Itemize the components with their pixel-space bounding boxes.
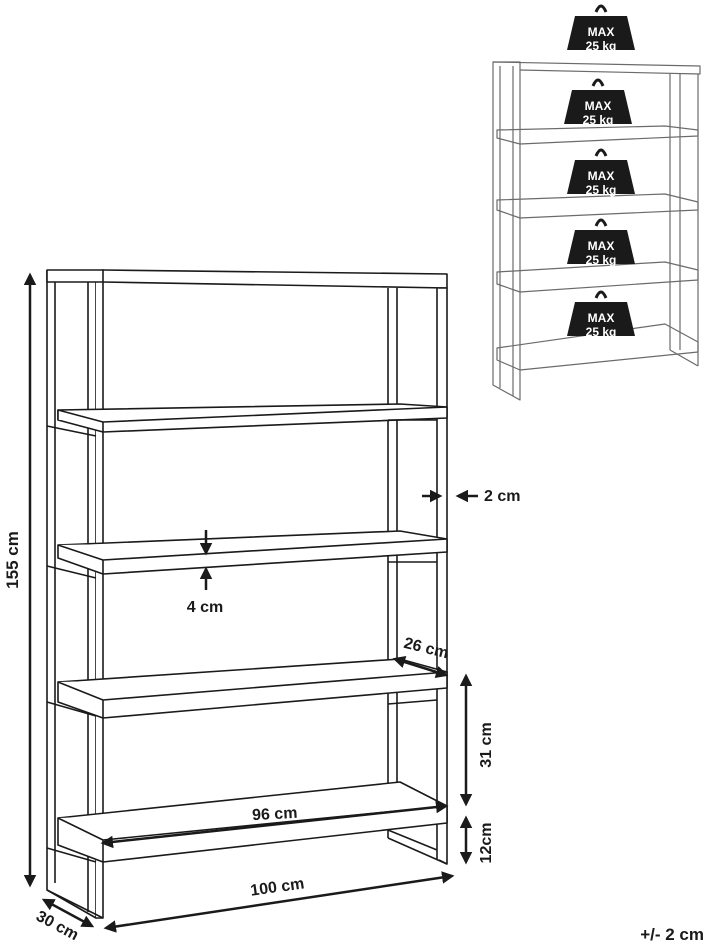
weight-value-label: 25 kg	[586, 39, 617, 53]
weight-max-label: MAX	[588, 169, 615, 183]
width-label: 100 cm	[249, 875, 305, 899]
weight-max-label: MAX	[585, 99, 612, 113]
depth-label: 30 cm	[33, 908, 81, 944]
weight-max-label: MAX	[588, 311, 615, 325]
bottom-clearance-label: 12cm	[478, 823, 495, 864]
load-shelf-drawing	[492, 61, 701, 401]
shelf-spacing-label: 31 cm	[478, 722, 495, 767]
shelf-thickness-label: 4 cm	[187, 599, 223, 616]
weight-max-label: MAX	[588, 239, 615, 253]
weight-value-label: 25 kg	[583, 113, 614, 127]
weight-value-label: 25 kg	[586, 325, 617, 339]
tolerance-label: +/- 2 cm	[640, 925, 704, 944]
dimension-lines	[23, 272, 478, 933]
weight-value-label: 25 kg	[586, 253, 617, 267]
height-label: 155 cm	[3, 531, 22, 589]
frame-thickness-label: 2 cm	[484, 488, 520, 505]
weight-max-label: MAX	[588, 25, 615, 39]
weight-value-label: 25 kg	[586, 183, 617, 197]
main-shelf-drawing	[46, 269, 448, 919]
weight-indicators: MAX 25 kg MAX 25 kg MAX 25 kg MAX 25 kg …	[562, 4, 637, 339]
inner-width-label: 96 cm	[252, 805, 298, 824]
